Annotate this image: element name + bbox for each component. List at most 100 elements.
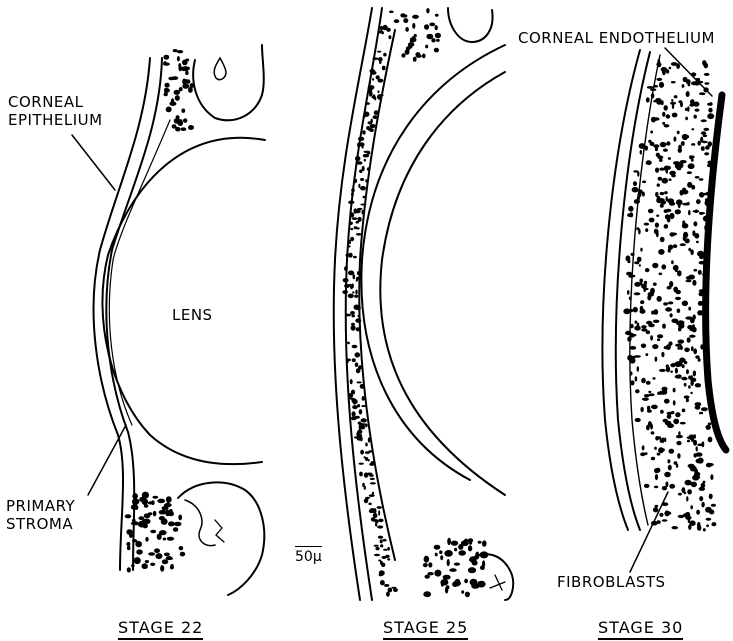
cell-dot: [675, 368, 678, 374]
cell-dot: [689, 520, 695, 526]
cell-dot: [676, 321, 683, 325]
cell-dot: [678, 327, 681, 331]
cell-dot: [688, 464, 695, 468]
cell-dot: [347, 342, 350, 345]
cell-dot: [162, 506, 169, 510]
cell-dot: [673, 244, 678, 248]
cell-dot: [699, 289, 705, 292]
cell-dot: [629, 346, 636, 350]
cell-dot: [704, 225, 708, 231]
cell-dot: [355, 362, 359, 367]
cell-dot: [650, 335, 653, 341]
primary-stroma-label: PRIMARY STROMA: [6, 497, 75, 533]
cell-dot: [359, 169, 362, 173]
cell-dot: [659, 159, 663, 162]
cell-dot: [678, 493, 682, 496]
cell-dot: [664, 399, 670, 404]
cell-dot: [695, 383, 701, 387]
cell-dot: [659, 369, 666, 372]
cell-dot: [345, 314, 351, 317]
cell-dot: [681, 377, 687, 381]
stage25-cells: [342, 8, 488, 597]
cell-dot: [162, 559, 169, 564]
cell-dot: [696, 510, 700, 515]
cell-dot: [185, 71, 188, 76]
cell-dot: [423, 591, 431, 597]
cell-dot: [358, 422, 361, 425]
cell-dot: [699, 496, 703, 501]
cell-dot: [692, 230, 695, 236]
cell-dot: [174, 522, 181, 527]
cell-dot: [664, 124, 670, 127]
cell-dot: [657, 183, 660, 186]
cell-dot: [699, 212, 705, 214]
stage-30-caption: STAGE 30: [598, 619, 683, 640]
cell-dot: [669, 67, 672, 70]
cell-dot: [667, 414, 672, 419]
cell-dot: [639, 143, 646, 149]
cell-dot: [657, 59, 660, 65]
cell-dot: [640, 150, 642, 155]
cell-dot: [182, 66, 189, 71]
cell-dot: [678, 431, 680, 435]
cell-dot: [693, 221, 697, 226]
cell-dot: [365, 498, 368, 502]
stage22-top-cells: [163, 49, 194, 132]
cell-dot: [454, 563, 460, 566]
cell-dot: [449, 568, 456, 572]
cell-dot: [674, 461, 678, 465]
cell-dot: [666, 169, 668, 174]
cell-dot: [655, 474, 658, 480]
cell-dot: [444, 550, 453, 557]
cell-dot: [138, 521, 146, 528]
cell-dot: [685, 480, 692, 486]
cell-dot: [351, 416, 357, 420]
cell-dot: [642, 192, 645, 197]
cell-dot: [355, 352, 361, 357]
cell-dot: [359, 425, 361, 430]
cell-dot: [679, 357, 685, 362]
cell-dot: [709, 494, 713, 500]
cell-dot: [686, 398, 689, 402]
cell-dot: [653, 117, 660, 121]
cell-dot: [380, 539, 383, 543]
cell-dot: [689, 155, 695, 158]
cell-dot: [378, 536, 383, 539]
cell-dot: [677, 270, 682, 276]
cell-dot: [350, 228, 353, 230]
cell-dot: [669, 232, 674, 236]
cell-dot: [650, 131, 653, 134]
cell-dot: [699, 178, 704, 180]
cell-dot: [660, 237, 665, 242]
cell-dot: [660, 410, 664, 414]
cell-dot: [649, 218, 655, 223]
cell-dot: [670, 213, 675, 219]
cell-dot: [653, 144, 659, 148]
cell-dot: [692, 128, 695, 130]
cell-dot: [653, 507, 658, 512]
cell-dot: [178, 515, 182, 521]
cell-dot: [670, 363, 675, 367]
cell-dot: [358, 217, 362, 222]
cell-dot: [355, 318, 361, 322]
cell-dot: [653, 320, 660, 323]
cell-dot: [682, 301, 688, 307]
cell-dot: [662, 70, 666, 76]
cell-dot: [666, 196, 668, 201]
cell-dot: [378, 90, 380, 93]
cell-dot: [342, 290, 348, 294]
cell-dot: [357, 143, 360, 148]
cell-dot: [655, 357, 658, 362]
cell-dot: [351, 192, 354, 196]
cell-dot: [695, 109, 700, 112]
cell-dot: [668, 157, 671, 160]
cell-dot: [183, 118, 187, 122]
cell-dot: [661, 264, 666, 269]
cell-dot: [635, 321, 638, 324]
cell-dot: [693, 378, 696, 382]
stage22-lens: [102, 138, 265, 464]
cell-dot: [132, 519, 136, 522]
cell-dot: [688, 163, 695, 169]
cell-dot: [145, 560, 149, 563]
cell-dot: [387, 547, 390, 551]
